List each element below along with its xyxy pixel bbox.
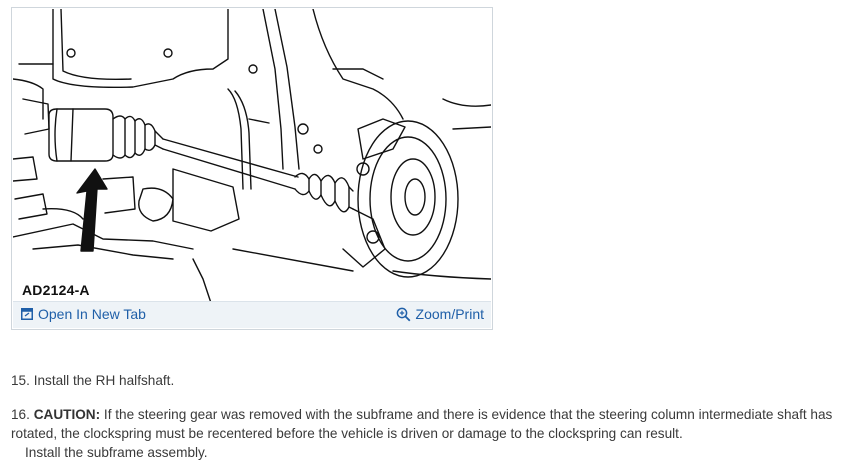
- caution-label: CAUTION:: [33, 407, 101, 422]
- caution-text: If the steering gear was removed with th…: [11, 407, 833, 441]
- step-16-instruction: Install the subframe assembly.: [25, 445, 208, 460]
- figure-card: AD2124-A Open In New Tab Zoom/Print: [11, 7, 493, 330]
- zoom-print-label: Zoom/Print: [415, 306, 484, 322]
- open-new-tab-icon: [21, 308, 33, 320]
- step-16: 16. CAUTION: If the steering gear was re…: [11, 405, 843, 443]
- zoom-magnifier-icon: [396, 307, 411, 322]
- step-number: 15.: [11, 373, 30, 388]
- open-new-tab-link[interactable]: Open In New Tab: [21, 306, 146, 322]
- open-new-tab-label: Open In New Tab: [38, 306, 146, 322]
- step-text: Install the RH halfshaft.: [33, 373, 175, 388]
- figure-toolbar: Open In New Tab Zoom/Print: [13, 301, 491, 328]
- halfshaft-diagram[interactable]: [13, 9, 491, 309]
- zoom-print-link[interactable]: Zoom/Print: [396, 306, 484, 322]
- step-number: 16.: [11, 407, 30, 422]
- figure-caption: AD2124-A: [22, 282, 90, 298]
- procedure-steps: 15. Install the RH halfshaft. 16. CAUTIO…: [11, 371, 843, 462]
- step-15: 15. Install the RH halfshaft.: [11, 371, 843, 390]
